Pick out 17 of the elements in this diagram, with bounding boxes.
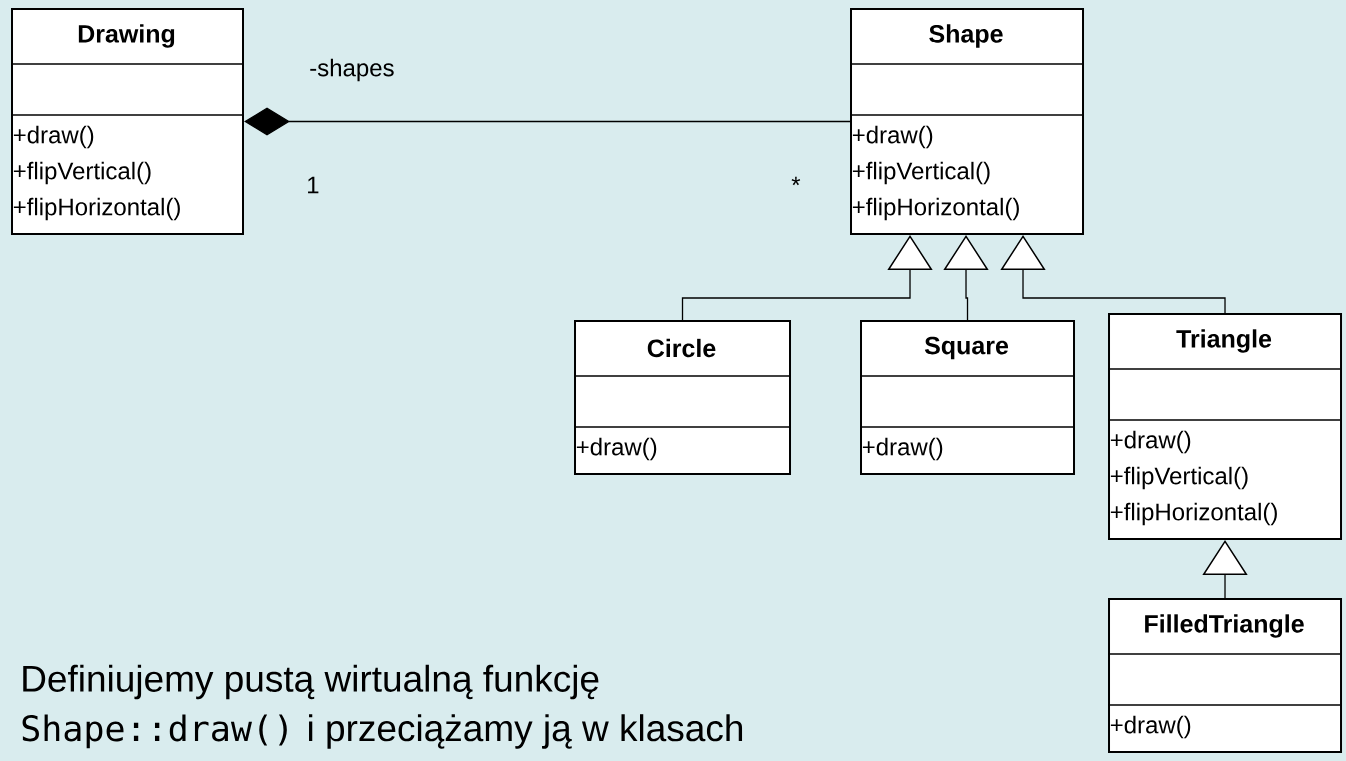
role-label: -shapes (310, 58, 394, 82)
note-text: i przeciążamy ją w klasach (309, 714, 743, 749)
multiplicity-label: * (791, 176, 801, 186)
class-box: Square +draw() (859, 320, 1075, 475)
class-box: Shape +draw() +flipVertical() +flipHorizontal() (849, 8, 1084, 235)
class-box: Triangle +draw() +flipVertical() +flipHorizontal() (1107, 313, 1342, 540)
code-text: Shape::draw() (22, 714, 287, 749)
multiplicity-label: 1 (308, 176, 319, 194)
note-text: Definiujemy pustą wirtualną funkcję (23, 664, 599, 700)
class-box: Drawing +draw() +flipVertical() +flipHorizontal() (10, 8, 244, 235)
composition-line (244, 107, 851, 136)
inheritance-arrow (943, 235, 989, 321)
inheritance-arrow (1000, 235, 1226, 314)
class-box: FilledTriangle +draw() (1107, 598, 1342, 753)
class-box: Circle +draw() (573, 320, 791, 475)
inheritance-arrow (681, 235, 933, 321)
inheritance-arrow (1202, 540, 1248, 599)
